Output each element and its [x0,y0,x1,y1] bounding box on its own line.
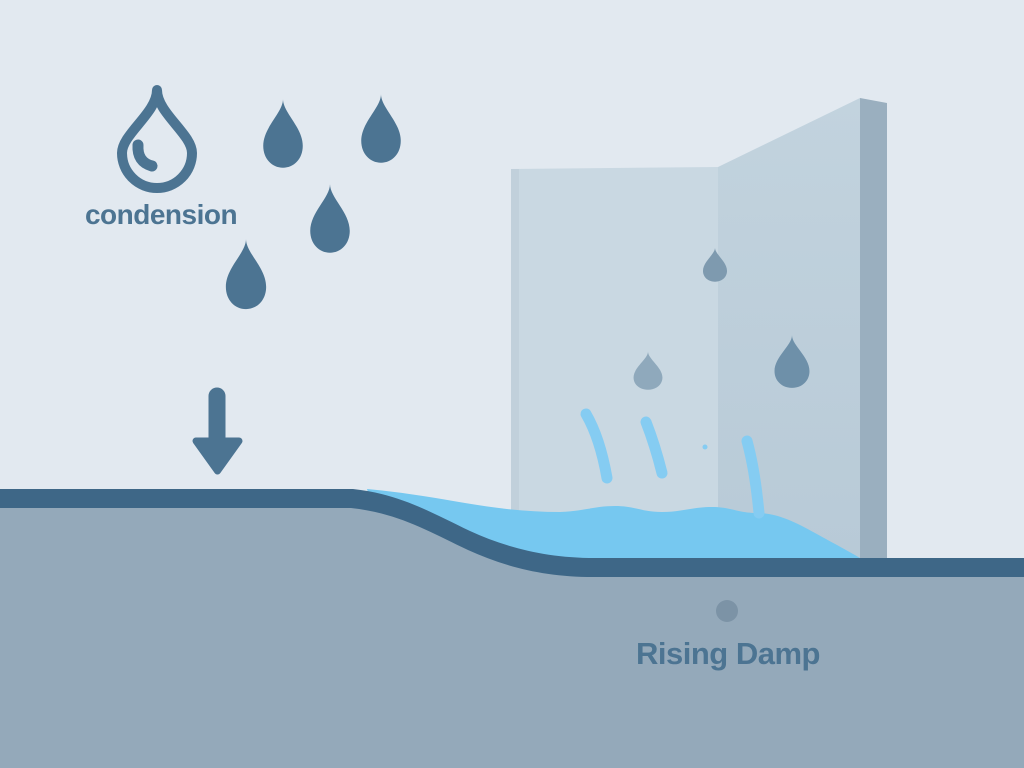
condensation-droplets [225,94,401,310]
arrow-head [192,437,243,475]
droplet-icon [361,94,401,163]
wall-droplets [633,247,810,390]
wall-droplet-icon [702,247,728,282]
ground [0,508,1024,768]
drip-speck [702,444,708,450]
down-arrow-icon [192,387,243,475]
wall [511,98,887,562]
condensation-label: condension [84,199,238,230]
drip-lines [580,408,765,519]
rising-damp-label: Rising Damp [636,636,820,671]
droplet-highlight [132,139,158,172]
damp-dot [716,600,738,622]
wall-left-edge-shade [511,169,519,562]
droplet-icon [263,99,303,168]
droplet-icon [310,184,350,253]
wall-droplet-icon [633,351,663,390]
wall-side-face [860,98,887,562]
wall-droplet-icon [774,335,810,388]
wall-front-left-panel [511,167,718,562]
droplet-outline [117,85,197,193]
drip-line [640,416,668,479]
droplet-outline-icon [117,85,197,193]
droplet-icon [225,239,267,310]
wall-front-right-panel [718,98,860,562]
drip-line [741,435,765,519]
drip-line [580,408,613,484]
